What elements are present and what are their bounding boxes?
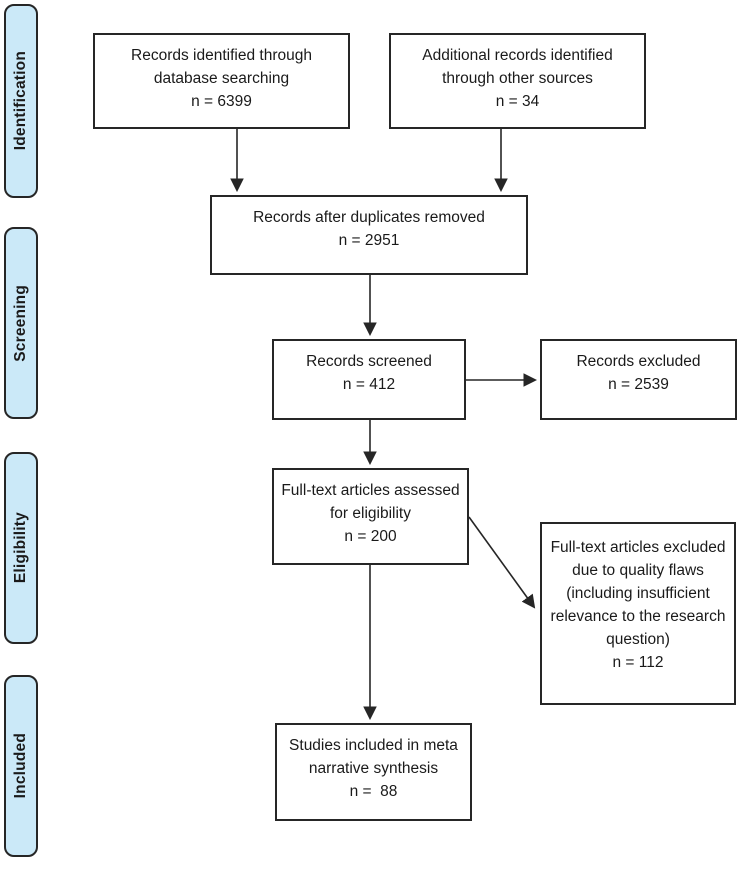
stage-bar-included: Included xyxy=(4,675,38,857)
box-studies-included: Studies included in meta narrative synth… xyxy=(275,723,472,821)
stage-bar-eligibility: Eligibility xyxy=(4,452,38,644)
stage-label-eligibility: Eligibility xyxy=(12,512,29,584)
stage-label-included: Included xyxy=(12,733,29,799)
arrow-fulltext-to-fulltext-excluded xyxy=(468,516,536,609)
box-additional-records: Additional records identified through ot… xyxy=(389,33,646,129)
box-records-identified: Records identified through database sear… xyxy=(93,33,350,129)
box-fulltext-assessed: Full-text articles assessed for eligibil… xyxy=(272,468,469,565)
box-records-screened: Records screened n = 412 xyxy=(272,339,466,420)
stage-bar-identification: Identification xyxy=(4,4,38,198)
stage-bar-screening: Screening xyxy=(4,227,38,419)
box-duplicates-removed: Records after duplicates removed n = 295… xyxy=(210,195,528,275)
box-records-excluded: Records excluded n = 2539 xyxy=(540,339,737,420)
stage-label-screening: Screening xyxy=(12,284,29,362)
box-fulltext-excluded: Full-text articles excluded due to quali… xyxy=(540,522,736,705)
stage-label-identification: Identification xyxy=(12,51,29,151)
